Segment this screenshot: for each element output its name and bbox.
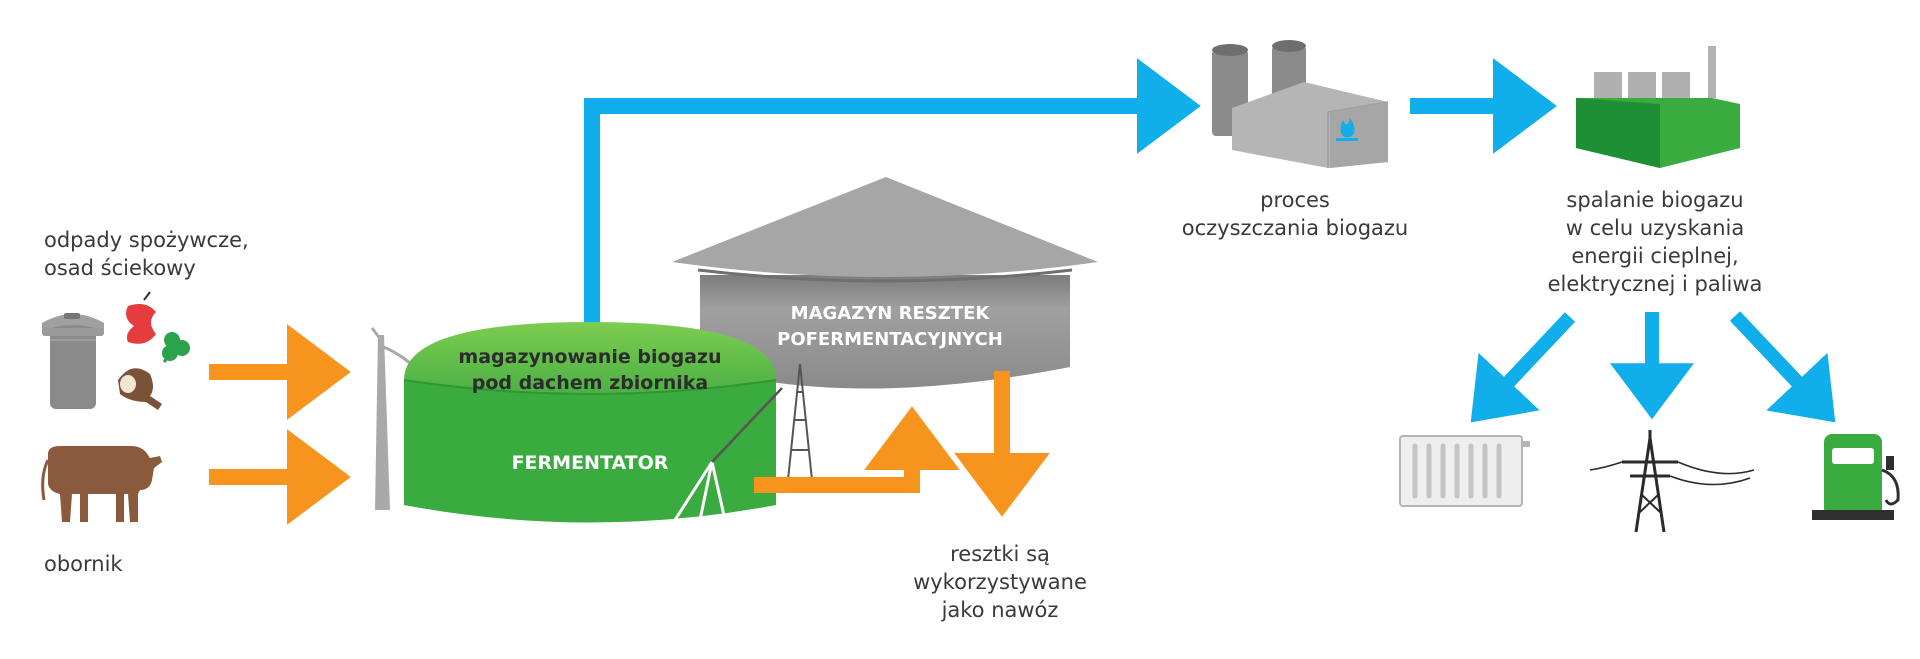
ham-icon bbox=[118, 368, 162, 410]
material-flow-arrows bbox=[209, 324, 1050, 525]
digestate-store-tank bbox=[672, 177, 1098, 389]
clover-icon bbox=[162, 332, 190, 363]
biogas-storage-label: magazynowanie biogazu pod dachem zbiorni… bbox=[458, 346, 722, 394]
fermentator-to-store-arrow bbox=[754, 406, 960, 493]
pylon-icon bbox=[787, 363, 813, 481]
power-plant-icon bbox=[1576, 46, 1740, 168]
biogas-flow-arrows bbox=[584, 58, 1836, 423]
combustion-to-fuel-arrow bbox=[1729, 311, 1836, 423]
combustion-label: spalanie biogazu w celu uzyskania energi… bbox=[1547, 188, 1763, 296]
cow-icon bbox=[41, 446, 162, 522]
fermentator-label: FERMENTATOR bbox=[511, 452, 669, 474]
digestate-store-label: MAGAZYN RESZTEK POFERMENTACYJNYCH bbox=[777, 303, 1003, 350]
waste-bin-icon bbox=[42, 313, 104, 409]
residue-use-label: resztki są wykorzystywane jako nawóz bbox=[913, 542, 1087, 622]
combustion-to-heat-arrow bbox=[1470, 312, 1576, 423]
apple-core-icon bbox=[126, 291, 156, 344]
mixer-icon bbox=[673, 387, 783, 521]
biogas-to-purification-arrow bbox=[584, 58, 1201, 333]
food-waste-label: odpady spożywcze, osad ściekowy bbox=[44, 228, 249, 280]
power-line-icon bbox=[1589, 430, 1755, 533]
purification-plant-icon bbox=[1212, 40, 1389, 168]
radiator-icon bbox=[1399, 435, 1530, 507]
fermentator-tank bbox=[403, 322, 777, 523]
manure-label: obornik bbox=[44, 552, 123, 576]
purification-label: proces oczyszczania biogazu bbox=[1181, 188, 1409, 240]
fuel-pump-icon bbox=[1812, 434, 1900, 520]
